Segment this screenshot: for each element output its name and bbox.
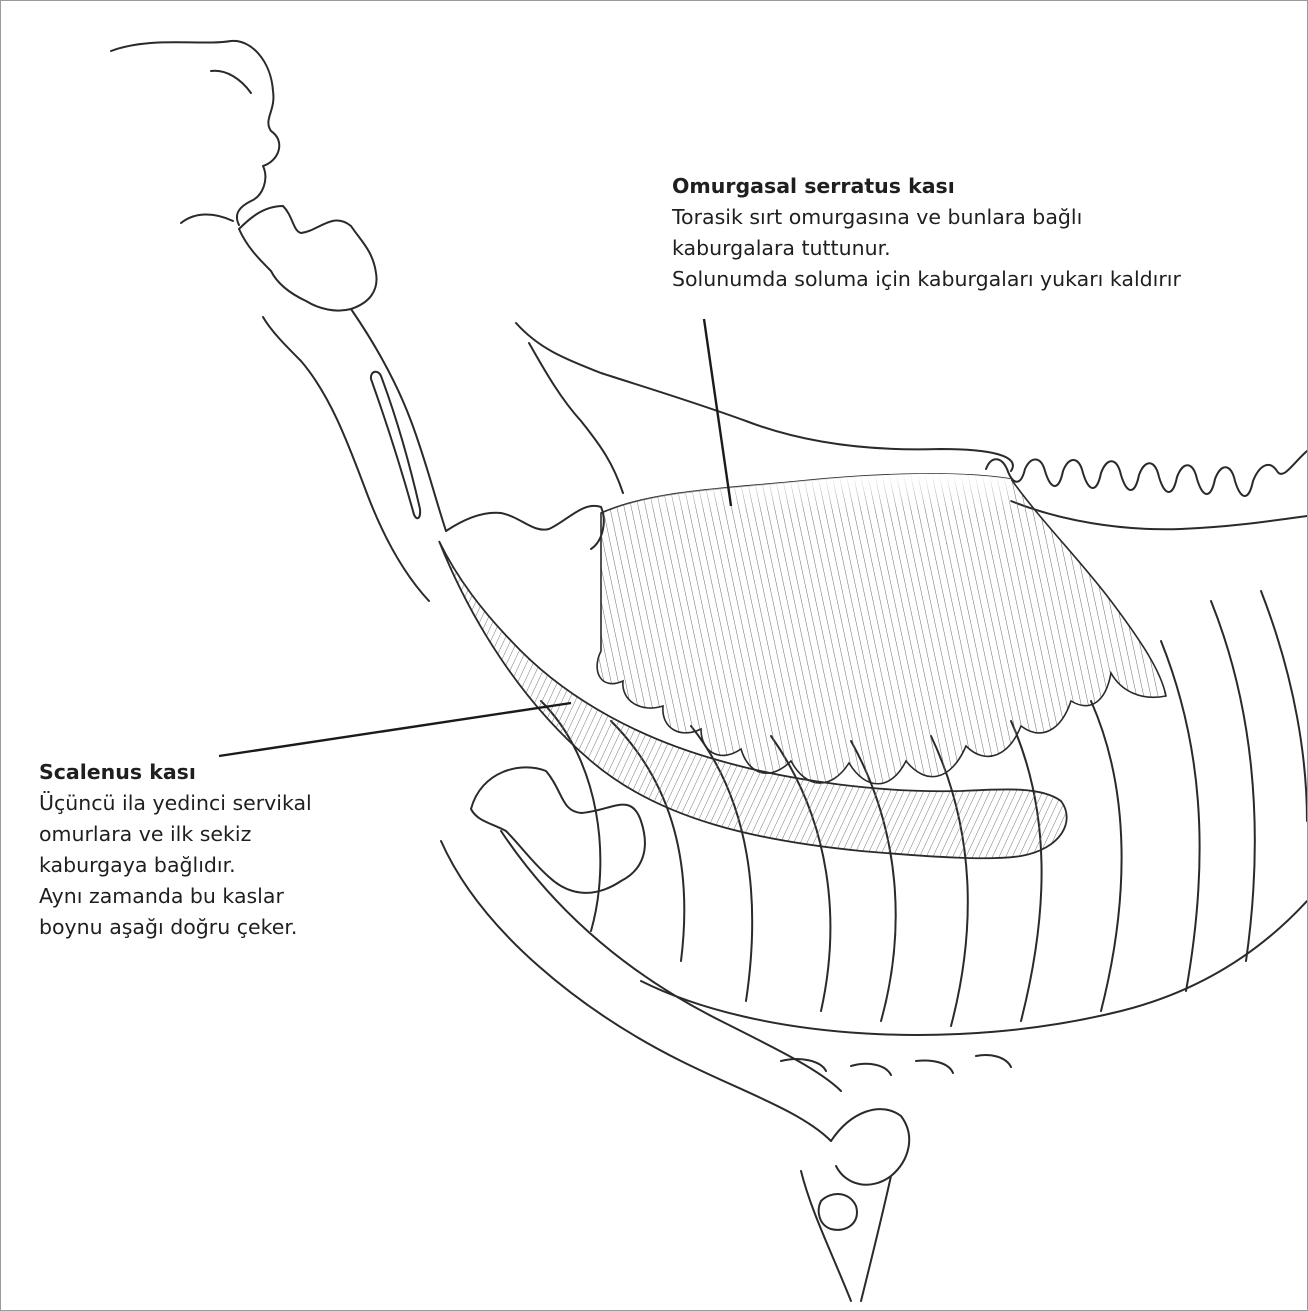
scalenus-line: omurlara ve ilk sekiz: [39, 819, 312, 850]
scalenus-annotation: Scalenus kası Üçüncü ila yedinci servika…: [39, 757, 312, 943]
rib-8: [1091, 701, 1122, 1011]
serratus-line: Torasik sırt omurgasına ve bunlara bağlı: [672, 202, 1181, 233]
scalenus-title: Scalenus kası: [39, 757, 312, 788]
rib-11: [1261, 591, 1307, 821]
elbow-joint: [831, 1109, 909, 1185]
spine-process: [516, 323, 1013, 471]
rib-6: [931, 736, 968, 1026]
scalenus-leader-line: [219, 703, 571, 756]
neck-column-front: [263, 317, 429, 601]
scalenus-line: Üçüncü ila yedinci servikal: [39, 788, 312, 819]
skull-brow: [211, 71, 251, 93]
serratus-annotation: Omurgasal serratus kası Torasik sırt omu…: [672, 171, 1181, 295]
spine-lower-edge: [1011, 501, 1307, 529]
humerus-front: [441, 841, 831, 1141]
spinous-processes: [986, 451, 1307, 496]
scalenus-line: boynu aşağı doğru çeker.: [39, 912, 312, 943]
humerus-back: [501, 831, 841, 1091]
serratus-title: Omurgasal serratus kası: [672, 171, 1181, 202]
rib-10: [1211, 601, 1255, 961]
rib-9: [1161, 641, 1200, 991]
spine-process-lower: [529, 343, 623, 493]
neck-groove: [371, 372, 420, 519]
scalenus-line: kaburgaya bağlıdır.: [39, 850, 312, 881]
skull-inner: [181, 215, 233, 224]
rib-7: [1011, 721, 1042, 1021]
rib-cage-lower: [641, 901, 1307, 1035]
scapula: [471, 767, 645, 892]
serratus-line: Solunumda soluma için kaburgaları yukarı…: [672, 264, 1181, 295]
forearm-joint: [819, 1194, 857, 1230]
serratus-line: kaburgalara tuttunur.: [672, 233, 1181, 264]
neck-vertebra-atlas: [239, 206, 377, 311]
forearm-back: [861, 1176, 891, 1301]
forearm-front: [801, 1171, 851, 1301]
scalenus-line: Aynı zamanda bu kaslar: [39, 881, 312, 912]
neck-column-back: [351, 309, 446, 531]
serratus-leader-line: [704, 319, 731, 506]
skull-outline: [111, 41, 279, 225]
neck-notch: [446, 506, 604, 549]
